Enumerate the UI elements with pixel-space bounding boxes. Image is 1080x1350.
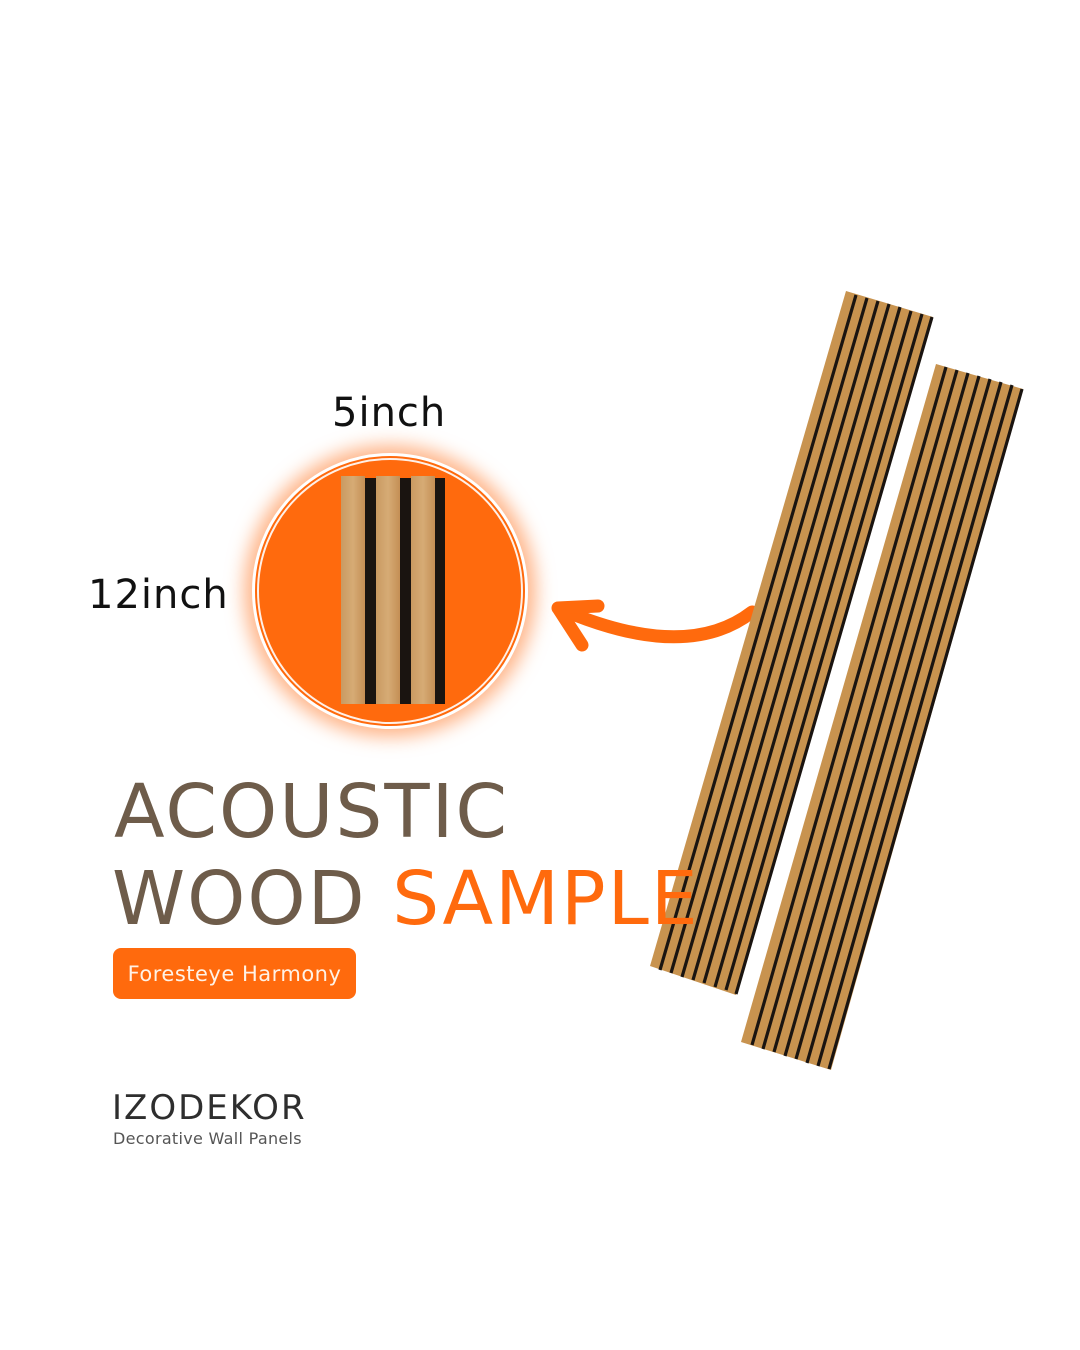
title-line-1: ACOUSTIC bbox=[114, 769, 510, 855]
title-line-2: WOOD SAMPLE bbox=[112, 862, 700, 936]
sample-width-label: 5inch bbox=[332, 390, 447, 436]
acoustic-panel-2-icon bbox=[741, 364, 1024, 1070]
brand-tagline: Decorative Wall Panels bbox=[113, 1129, 302, 1148]
sample-height-label: 12inch bbox=[88, 572, 229, 618]
variant-badge: Foresteye Harmony bbox=[113, 948, 356, 999]
title-word-wood: WOOD bbox=[112, 856, 367, 942]
brand-logo-name: IZODEKOR bbox=[112, 1088, 307, 1128]
sample-highlight-circle bbox=[252, 453, 528, 729]
title-word-sample: SAMPLE bbox=[392, 856, 700, 942]
curved-arrow-icon bbox=[551, 599, 759, 652]
